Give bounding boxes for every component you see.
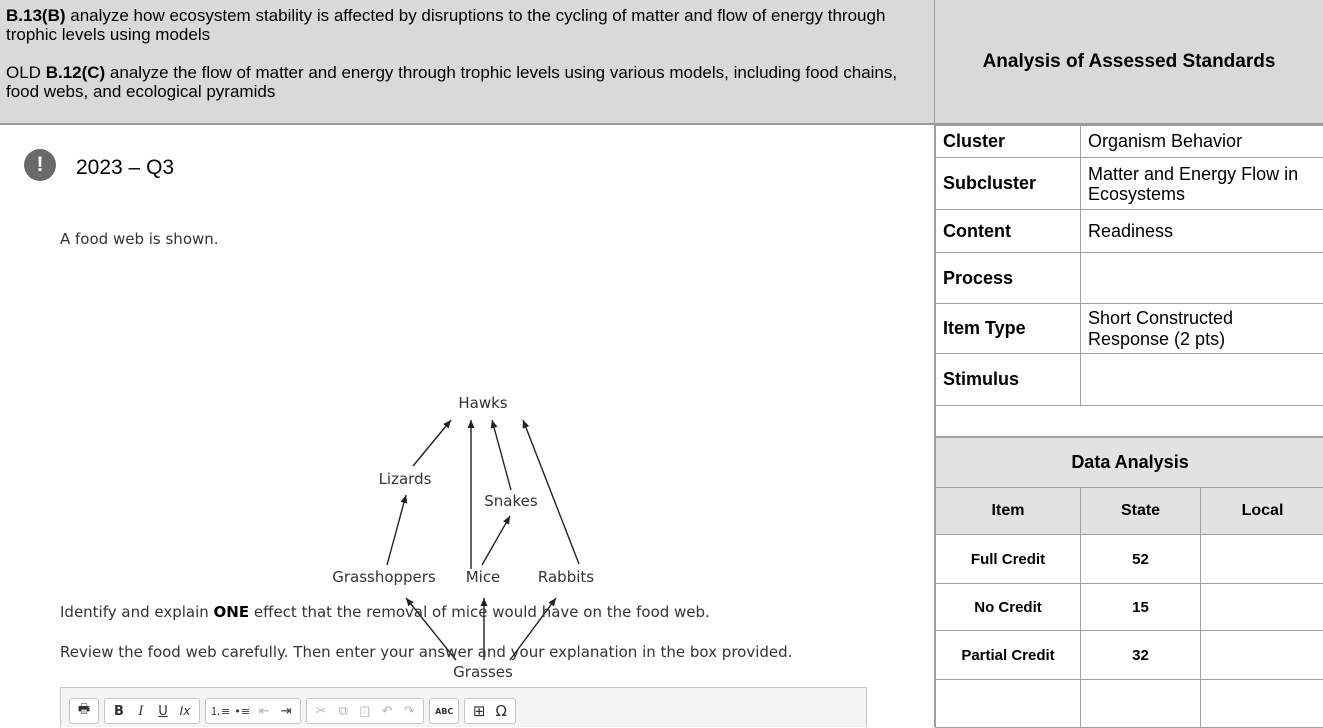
col-header-local: Local (1201, 488, 1323, 535)
label-grasshoppers: Grasshoppers (332, 568, 436, 586)
indent-icon[interactable]: ⇥ (275, 700, 297, 722)
prompt-text-start: Identify and explain (60, 603, 214, 621)
question-instructions: Review the food web carefully. Then ente… (60, 643, 792, 661)
question-intro: A food web is shown. (60, 230, 219, 248)
label-lizards: Lizards (379, 470, 432, 488)
col-header-state: State (1081, 488, 1201, 535)
data-analysis-table: Data Analysis Item State Local Full Cred… (935, 437, 1323, 728)
analysis-pane: Cluster Organism Behavior Subcluster Mat… (934, 125, 1323, 727)
label-grasses: Grasses (453, 663, 513, 681)
subcluster-label: Subcluster (936, 158, 1081, 210)
alert-icon: ! (24, 149, 56, 181)
panel-title: Analysis of Assessed Standards (934, 0, 1323, 123)
question-pane: ! 2023 – Q3 A food web is shown. Hawks L… (0, 125, 934, 727)
label-rabbits: Rabbits (538, 568, 594, 586)
row-state: 52 (1081, 535, 1201, 584)
prompt-text-end: effect that the removal of mice would ha… (249, 603, 710, 621)
outdent-icon[interactable]: ⇤ (253, 700, 275, 722)
spellcheck-icon[interactable]: ABC (433, 700, 455, 722)
standards-header: B.13(B) analyze how ecosystem stability … (0, 0, 934, 123)
meta-spacer-row (936, 406, 1323, 437)
col-header-item: Item (936, 488, 1081, 535)
label-hawks: Hawks (458, 394, 507, 412)
meta-row-item-type: Item Type Short Constructed Response (2 … (936, 304, 1323, 354)
meta-row-subcluster: Subcluster Matter and Energy Flow in Eco… (936, 158, 1323, 210)
toolbar-group-insert: ⊞ Ω (464, 698, 516, 724)
standard-text: analyze how ecosystem stability is affec… (6, 6, 885, 44)
row-local (1201, 584, 1323, 631)
process-value (1081, 253, 1323, 304)
toolbar-group-spell: ABC (429, 698, 459, 724)
cut-icon[interactable]: ✂ (310, 700, 332, 722)
toolbar-group-format: B I U Ix (104, 698, 200, 724)
table-row-empty (936, 680, 1323, 728)
editor-toolbar: 🖶 B I U Ix ⒈≡ •≡ ⇤ ⇥ ✂ ⧉ 📋 ↶ ↷ ABC ⊞ Ω (60, 687, 867, 727)
data-analysis-header-row: Item State Local (936, 488, 1323, 535)
meta-row-content: Content Readiness (936, 210, 1323, 253)
toolbar-group-print: 🖶 (69, 698, 99, 724)
old-prefix: OLD (6, 63, 46, 82)
row-item: No Credit (936, 584, 1081, 631)
old-standard-code: B.12(C) (46, 63, 106, 82)
arrow-grasshoppers-to-lizards (387, 495, 406, 565)
spacer-cell (936, 406, 1323, 437)
bold-button[interactable]: B (108, 700, 130, 722)
content-value: Readiness (1081, 210, 1323, 253)
row-item: Partial Credit (936, 631, 1081, 680)
prompt-emphasis: ONE (214, 603, 250, 621)
row-local (1201, 535, 1323, 584)
row-state: 32 (1081, 631, 1201, 680)
cluster-value: Organism Behavior (1081, 126, 1323, 158)
label-mice: Mice (466, 568, 501, 586)
question-title: 2023 – Q3 (76, 156, 174, 180)
subcluster-value: Matter and Energy Flow in Ecosystems (1081, 158, 1323, 210)
row-state (1081, 680, 1201, 728)
table-row: Partial Credit 32 (936, 631, 1323, 680)
clear-format-icon[interactable]: Ix (174, 700, 196, 722)
toolbar-group-lists: ⒈≡ •≡ ⇤ ⇥ (205, 698, 301, 724)
meta-row-cluster: Cluster Organism Behavior (936, 126, 1323, 158)
row-item (936, 680, 1081, 728)
cluster-label: Cluster (936, 126, 1081, 158)
row-item: Full Credit (936, 535, 1081, 584)
toolbar-group-clipboard: ✂ ⧉ 📋 ↶ ↷ (306, 698, 424, 724)
item-type-label: Item Type (936, 304, 1081, 354)
data-analysis-title: Data Analysis (936, 438, 1323, 488)
label-snakes: Snakes (484, 492, 538, 510)
meta-row-process: Process (936, 253, 1323, 304)
paste-icon[interactable]: 📋 (354, 700, 376, 722)
row-state: 15 (1081, 584, 1201, 631)
meta-row-stimulus: Stimulus (936, 354, 1323, 406)
table-row: No Credit 15 (936, 584, 1323, 631)
table-row: Full Credit 52 (936, 535, 1323, 584)
print-icon[interactable]: 🖶 (73, 700, 95, 722)
data-analysis-title-row: Data Analysis (936, 438, 1323, 488)
row-local (1201, 680, 1323, 728)
underline-button[interactable]: U (152, 700, 174, 722)
standard-code: B.13(B) (6, 6, 66, 25)
content-label: Content (936, 210, 1081, 253)
redo-icon[interactable]: ↷ (398, 700, 420, 722)
standard-meta-table: Cluster Organism Behavior Subcluster Mat… (935, 125, 1323, 437)
bulleted-list-icon[interactable]: •≡ (231, 700, 253, 722)
standard-current: B.13(B) analyze how ecosystem stability … (6, 6, 928, 44)
table-icon[interactable]: ⊞ (468, 700, 490, 722)
undo-icon[interactable]: ↶ (376, 700, 398, 722)
standard-old: OLD B.12(C) analyze the flow of matter a… (6, 63, 928, 101)
arrow-mice-to-snakes (482, 516, 510, 565)
item-type-value: Short Constructed Response (2 pts) (1081, 304, 1323, 354)
old-standard-text: analyze the flow of matter and energy th… (6, 63, 897, 101)
stimulus-value (1081, 354, 1323, 406)
question-prompt: Identify and explain ONE effect that the… (60, 603, 710, 621)
process-label: Process (936, 253, 1081, 304)
italic-button[interactable]: I (130, 700, 152, 722)
special-char-icon[interactable]: Ω (490, 700, 512, 722)
row-local (1201, 631, 1323, 680)
numbered-list-icon[interactable]: ⒈≡ (209, 700, 231, 722)
copy-icon[interactable]: ⧉ (332, 700, 354, 722)
arrow-lizards-to-hawks (413, 420, 451, 466)
arrow-snakes-to-hawks (492, 420, 511, 490)
stimulus-label: Stimulus (936, 354, 1081, 406)
